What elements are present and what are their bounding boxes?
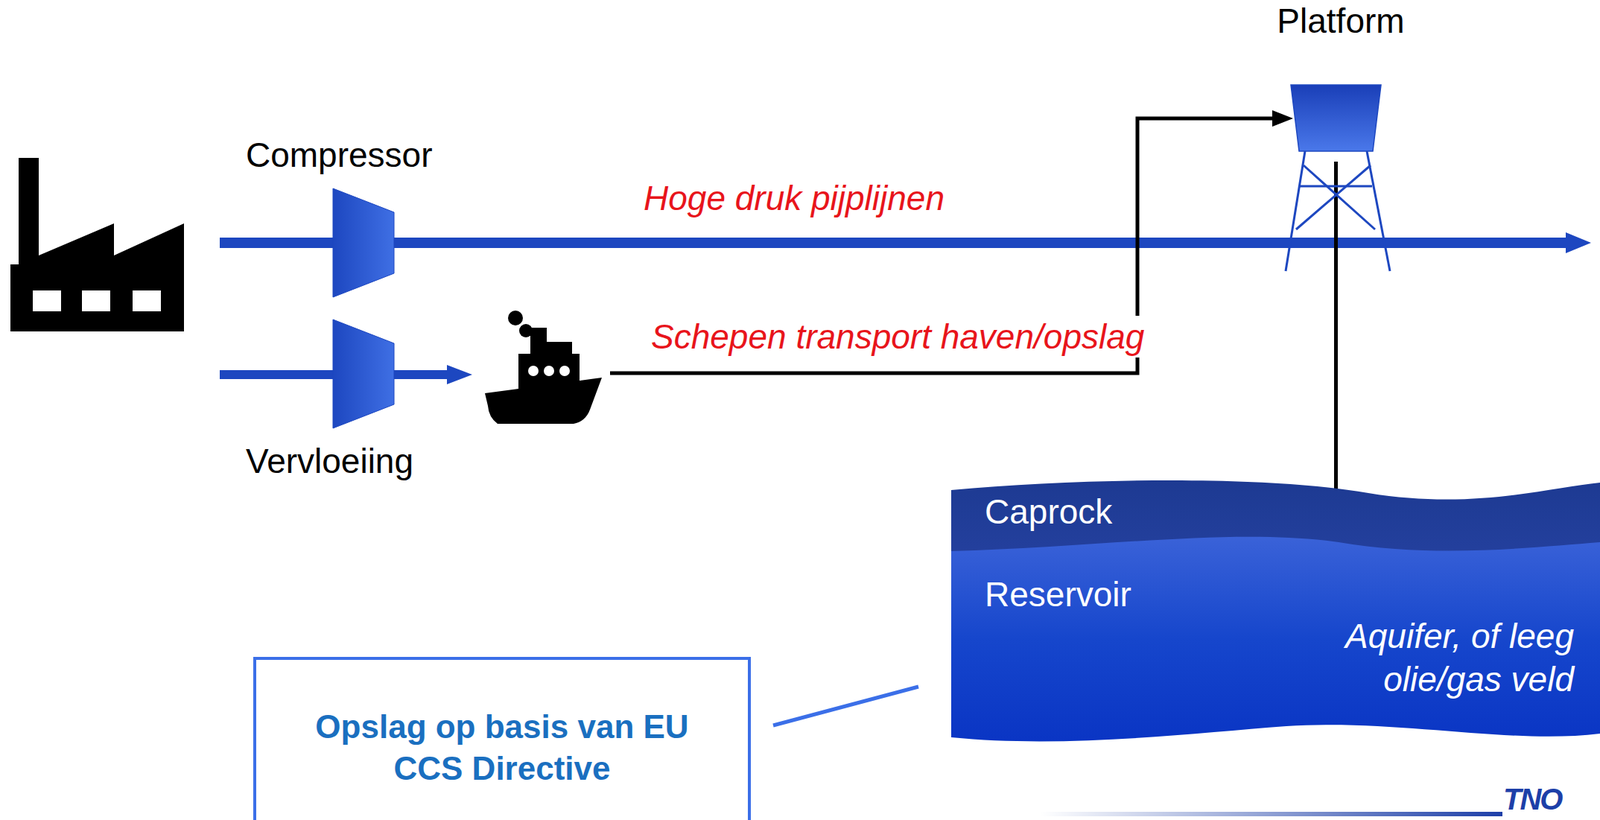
compressor-symbol (332, 188, 395, 298)
ship-route (610, 110, 1294, 374)
node-label: Opslag op basis van EU CCS Directive (256, 659, 748, 790)
node-label: Caprock (951, 476, 1600, 532)
node-label: Reservoir (951, 547, 1600, 615)
compressor: Compressor (245, 134, 447, 306)
node-note: Aquifer, of leeg olie/gas veld (1290, 614, 1574, 701)
node-label: Vervloeiing (245, 319, 447, 482)
node-label: Platform (1266, 0, 1416, 42)
platform-symbol (1266, 0, 1416, 276)
callout-box: Opslag op basis van EU CCS Directive (253, 656, 751, 820)
ship-label: Schepen transport haven/opslag (648, 315, 1148, 358)
pipeline-label: Hoge druk pijplijnen (640, 177, 948, 219)
node-label: Compressor (245, 134, 447, 176)
logo-bar (1040, 811, 1503, 817)
reservoir: ReservoirAquifer, of leeg olie/gas veld (951, 547, 1600, 749)
ship-icon (484, 310, 602, 424)
platform: Platform (1266, 0, 1416, 276)
factory-icon (10, 157, 184, 332)
logo-text: TNO (1503, 783, 1562, 815)
liquefier: Vervloeiing (245, 319, 447, 497)
compressor-symbol (332, 319, 395, 429)
leader-line (773, 686, 919, 726)
